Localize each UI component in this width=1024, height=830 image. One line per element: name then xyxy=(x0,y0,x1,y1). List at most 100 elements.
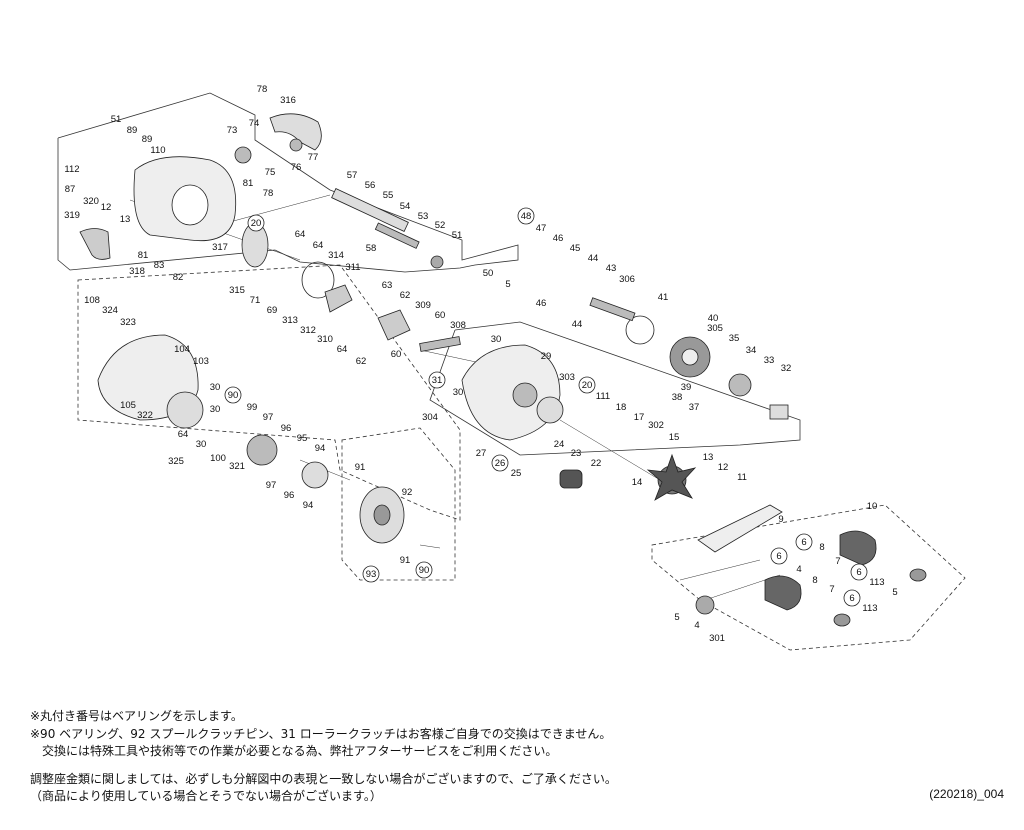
part-callout: 64 xyxy=(295,229,306,240)
part-callout: 302 xyxy=(648,420,664,431)
frame-group-outline xyxy=(57,92,519,273)
part-callout: 319 xyxy=(64,210,80,221)
diagram-code: (220218)_004 xyxy=(929,787,1004,801)
part-callout: 97 xyxy=(263,412,274,423)
part-callout: 30 xyxy=(453,387,464,398)
part-callout: 51 xyxy=(452,230,463,241)
part-callout: 87 xyxy=(65,184,76,195)
part-callout: 17 xyxy=(634,412,645,423)
part-callout: 60 xyxy=(391,349,402,360)
brake-unit-shape xyxy=(301,461,329,489)
part-callout: 56 xyxy=(365,180,376,191)
bearing-marker-circle xyxy=(770,547,788,565)
part-callout: 92 xyxy=(402,487,413,498)
side-plate-dial-shape xyxy=(166,391,204,429)
part-callout: 325 xyxy=(168,456,184,467)
spool-hub-shape xyxy=(373,504,391,526)
part-callout: 305 xyxy=(707,323,723,334)
bearing-marker-circle xyxy=(428,371,446,389)
part-callout: 54 xyxy=(400,201,411,212)
part-callout: 52 xyxy=(435,220,446,231)
bearing-callout: 20 xyxy=(582,380,593,391)
part-callout: 303 xyxy=(559,372,575,383)
bearing-callout: 90 xyxy=(419,565,430,576)
part-callout: 38 xyxy=(672,392,683,403)
part-callout: 7 xyxy=(829,584,834,595)
bearing-marker-circle xyxy=(491,454,509,472)
part-callout: 43 xyxy=(606,263,617,274)
part-callout: 40 xyxy=(708,313,719,324)
part-callout: 83 xyxy=(154,260,165,271)
part-callout: 46 xyxy=(536,298,547,309)
bearing-marker-circle xyxy=(415,561,433,579)
part-callout: 30 xyxy=(196,439,207,450)
part-callout: 22 xyxy=(591,458,602,469)
yoke-shape xyxy=(377,309,411,341)
part-callout: 9 xyxy=(778,514,783,525)
part-callout: 25 xyxy=(511,468,522,479)
part-callout: 11 xyxy=(737,472,747,483)
part-callout: 89 xyxy=(127,125,138,136)
part-callout: 312 xyxy=(300,325,316,336)
drag-washer-shape xyxy=(728,373,752,397)
part-callout: 13 xyxy=(703,452,714,463)
part-callout: 320 xyxy=(83,196,99,207)
part-callout: 8 xyxy=(819,542,824,553)
part-callout: 104 xyxy=(174,344,190,355)
handle-cap-lower-shape xyxy=(833,613,851,627)
part-callout: 110 xyxy=(150,145,165,156)
part-callout: 94 xyxy=(315,443,326,454)
part-callout: 62 xyxy=(400,290,411,301)
notes-block: ※丸付き番号はベアリングを示します。 ※90 ベアリング、92 スプールクラッチ… xyxy=(30,708,1010,806)
part-callout: 5 xyxy=(505,279,510,290)
part-callout: 30 xyxy=(210,404,221,415)
part-callout: 113 xyxy=(869,577,884,588)
part-callout: 12 xyxy=(101,202,112,213)
part-callout: 77 xyxy=(308,152,319,163)
part-callout: 23 xyxy=(571,448,582,459)
gear-sideplate-boss-shape xyxy=(512,382,538,408)
clicker-shape xyxy=(234,146,252,164)
part-callout: 41 xyxy=(658,292,669,303)
part-callout: 44 xyxy=(572,319,583,330)
part-callout: 39 xyxy=(681,382,692,393)
handle-knob-upper-shape xyxy=(839,530,877,566)
bearing-marker-circle xyxy=(247,214,265,232)
part-callout: 51 xyxy=(111,114,122,125)
part-callout: 306 xyxy=(619,274,635,285)
part-callout: 304 xyxy=(422,412,438,423)
part-callout: 10 xyxy=(867,501,878,512)
part-callout: 64 xyxy=(313,240,324,251)
part-callout: 64 xyxy=(337,344,348,355)
part-callout: 301 xyxy=(709,633,725,644)
part-callout: 100 xyxy=(210,453,226,464)
part-callout: 7 xyxy=(835,556,840,567)
note-product-dependent: （商品により使用している場合とそうでない場合がございます。） xyxy=(30,789,382,803)
handle-nut-shape xyxy=(695,595,715,615)
part-callout: 58 xyxy=(366,243,377,254)
part-callout: 96 xyxy=(284,490,295,501)
bearing-cover-shape xyxy=(536,396,564,424)
spool-group-outline xyxy=(341,427,456,581)
bearing-marker-circle xyxy=(362,565,380,583)
part-callout: 5 xyxy=(892,587,897,598)
part-callout: 89 xyxy=(142,134,153,145)
bearing-marker-circle xyxy=(517,207,535,225)
part-callout: 108 xyxy=(84,295,100,306)
worm-shaft-shape xyxy=(374,222,420,249)
part-callout: 96 xyxy=(281,423,292,434)
part-callout: 46 xyxy=(553,233,564,244)
part-callout: 318 xyxy=(129,266,145,277)
note-bearing-marker: ※丸付き番号はベアリングを示します。 xyxy=(30,709,243,723)
main-shaft-shape xyxy=(589,297,636,322)
clutch-ring-shape xyxy=(301,261,335,299)
part-callout: 64 xyxy=(178,429,189,440)
handle-knob-lower-shape xyxy=(764,575,802,611)
part-callout: 32 xyxy=(781,363,792,374)
part-callout: 12 xyxy=(718,462,729,473)
bearing-callout: 90 xyxy=(228,390,239,401)
part-callout: 310 xyxy=(317,334,333,345)
bearing-marker-circle xyxy=(578,376,596,394)
part-callout: 91 xyxy=(400,555,411,566)
part-callout: 91 xyxy=(355,462,366,473)
